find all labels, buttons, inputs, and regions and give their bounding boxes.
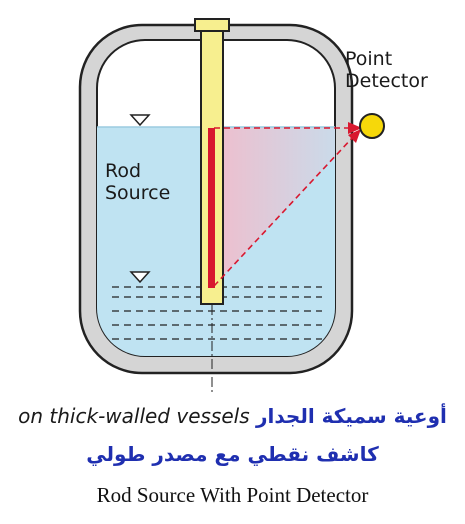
point-detector-label: Point Detector (345, 48, 428, 92)
ray-arrowhead-top (348, 122, 362, 134)
point-detector-label-line2: Detector (345, 70, 428, 92)
settled-layer-lines (112, 286, 322, 340)
rod-cap (194, 18, 230, 32)
caption-arabic-line-2: كاشف نقطي مع مصدر طولي (86, 442, 379, 466)
vessel-diagram (78, 18, 385, 392)
upper-level-marker (129, 114, 151, 127)
caption-english: on thick-walled vessels (18, 404, 250, 428)
caption-line-1: on thick-walled vessels أوعية سميكة الجد… (0, 404, 465, 428)
caption-arabic: أوعية سميكة الجدار (255, 404, 447, 428)
point-detector-label-line1: Point (345, 48, 393, 70)
ray-arrowhead-bottom (348, 129, 361, 143)
rod-source-label: Rod Source (105, 160, 170, 204)
radiation-rays (213, 127, 355, 287)
rod-source-label-line1: Rod (105, 160, 142, 182)
point-detector-icon (359, 113, 385, 139)
lower-level-marker (129, 271, 151, 284)
diagram-title: Rod Source With Point Detector (96, 483, 369, 507)
rod-source-label-line2: Source (105, 182, 171, 204)
rod-source (208, 128, 215, 288)
